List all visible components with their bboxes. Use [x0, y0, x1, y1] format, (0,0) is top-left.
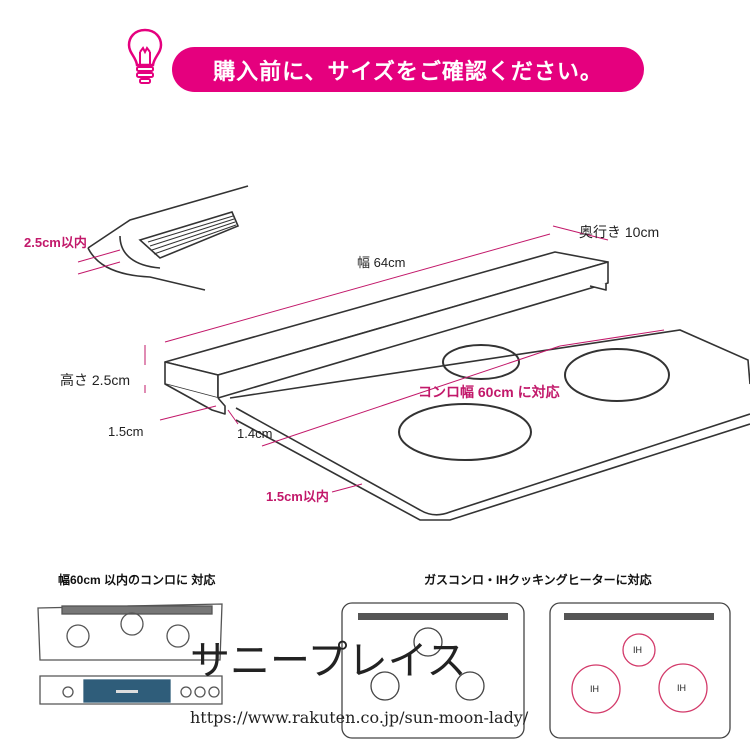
leg-width-label: 1.5cm [108, 424, 144, 439]
right-caption: ガスコンロ・IHクッキングヒーターに対応 [424, 573, 652, 587]
dimension-lines [77, 225, 665, 493]
gas-cooktop-panel [341, 602, 525, 739]
watermark-url: https://www.rakuten.co.jp/sun-moon-lady/ [190, 708, 529, 727]
notice-banner-text: 購入前に、サイズをご確認ください。 [213, 58, 603, 84]
burner-rings [398, 344, 670, 461]
stove-rack [164, 251, 609, 415]
left-caption: 幅60cm 以内のコンロに 対応 [58, 573, 216, 587]
vent-grille [147, 215, 237, 255]
notice-banner: 購入前に、サイズをご確認ください。 [172, 47, 644, 92]
cooktop-plate [229, 329, 750, 521]
front-gap-label: 1.5cm以内 [266, 489, 329, 504]
lightbulb-icon [124, 24, 166, 88]
width-label: 幅 64cm [357, 255, 406, 270]
ih-label: IH [677, 683, 686, 693]
leg-gap-label: 1.4cm [237, 426, 273, 441]
depth-label: 奥行き 10cm [579, 224, 660, 240]
height-label: 高さ 2.5cm [60, 372, 131, 388]
ih-cooktop-panel [549, 602, 731, 739]
stove-width-label: コンロ幅 60cm に対応 [418, 384, 560, 400]
gas-stove-illustration [37, 603, 223, 705]
ih-label: IH [590, 684, 599, 694]
back-counter [87, 185, 249, 291]
back-gap-label: 2.5cm以内 [24, 235, 87, 250]
ih-label: IH [633, 645, 642, 655]
watermark-shop-name: サニープレイス [190, 638, 467, 684]
